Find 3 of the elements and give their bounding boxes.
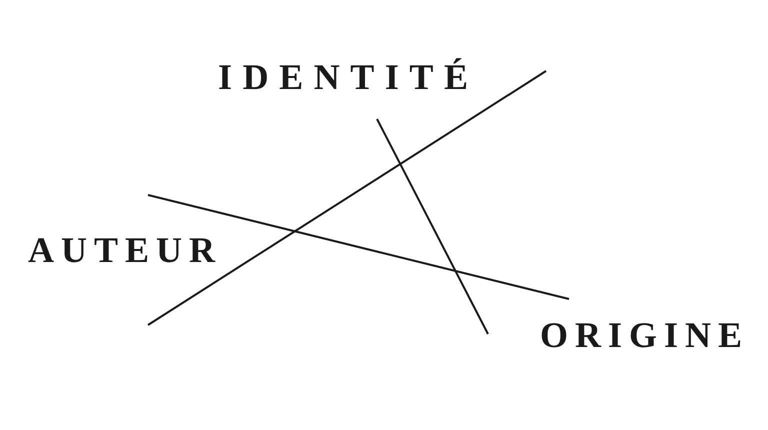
concept-label: AUTEUR	[28, 232, 215, 268]
concept-label: IDENTITÉ	[218, 59, 468, 95]
concept-label: ORIGINE	[540, 317, 742, 353]
